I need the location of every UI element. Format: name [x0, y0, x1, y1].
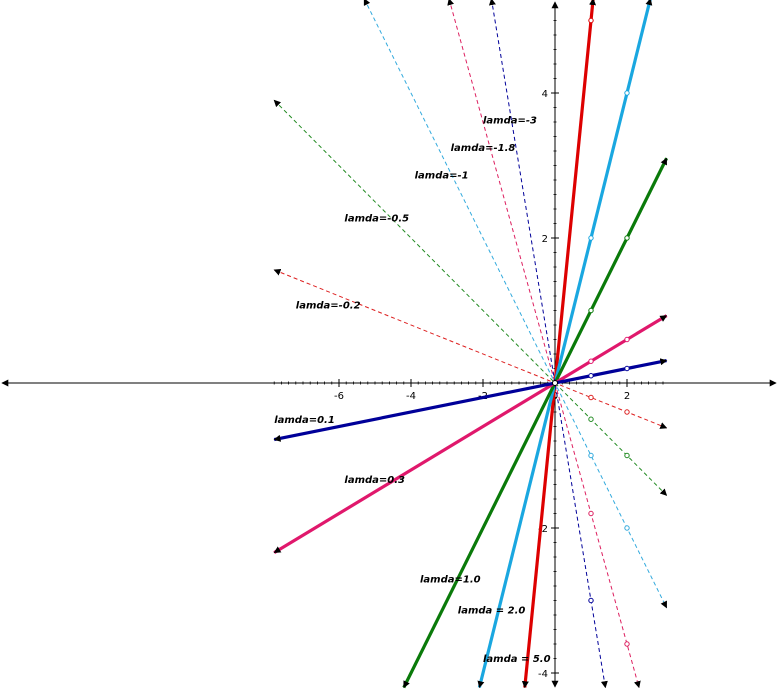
- series-point: [624, 409, 630, 415]
- series-point: [588, 597, 594, 604]
- series-line: [363, 0, 668, 609]
- series-point: [588, 307, 594, 314]
- series-point: [624, 90, 630, 96]
- series-point: [624, 235, 630, 241]
- series-line: [477, 0, 653, 689]
- series-label: lamda = 2.0: [458, 606, 526, 617]
- series-point: [588, 394, 594, 401]
- series-line: [273, 314, 668, 555]
- series-point: [588, 235, 594, 241]
- series-point: [624, 365, 630, 372]
- line-labels: lamda = 5.0 lamda = 2.0 lamda=1.0 lamda=0.3…: [274, 115, 550, 665]
- series-line: [488, 0, 608, 689]
- series-point: [588, 510, 594, 517]
- series-point: [588, 452, 594, 459]
- lines: [273, 0, 669, 689]
- series-line: [521, 0, 597, 689]
- y-axis-tick-label: 2: [542, 234, 548, 245]
- series-label: lamda=-0.5: [344, 213, 409, 224]
- series-label: lamda=-3: [483, 115, 537, 126]
- y-axis-tick-label: 4: [542, 89, 548, 100]
- series-label: lamda = 5.0: [483, 654, 551, 665]
- series-point: [588, 416, 594, 422]
- series-line: [273, 269, 668, 429]
- series-line: [273, 99, 668, 496]
- series-point: [624, 641, 630, 647]
- origin-point: [552, 380, 558, 386]
- series-label: lamda=0.1: [274, 415, 335, 426]
- series-point: [624, 336, 630, 343]
- series-label: lamda=0.3: [344, 475, 405, 486]
- x-axis-tick-label: -4: [406, 391, 416, 402]
- series-label: lamda=-1: [415, 171, 469, 182]
- series-label: lamda=-1.8: [451, 143, 516, 154]
- series-label: lamda=1.0: [420, 574, 481, 585]
- x-axis-tick-label: -6: [334, 391, 344, 402]
- series-point: [588, 373, 594, 379]
- x-axis-tick-label: 2: [624, 391, 630, 402]
- series-label: lamda=-0.2: [296, 300, 361, 311]
- series-point: [624, 452, 630, 459]
- y-axis-tick-label: -4: [538, 669, 548, 680]
- series-point: [624, 525, 630, 531]
- series-point: [588, 358, 594, 364]
- series-point: [588, 17, 594, 24]
